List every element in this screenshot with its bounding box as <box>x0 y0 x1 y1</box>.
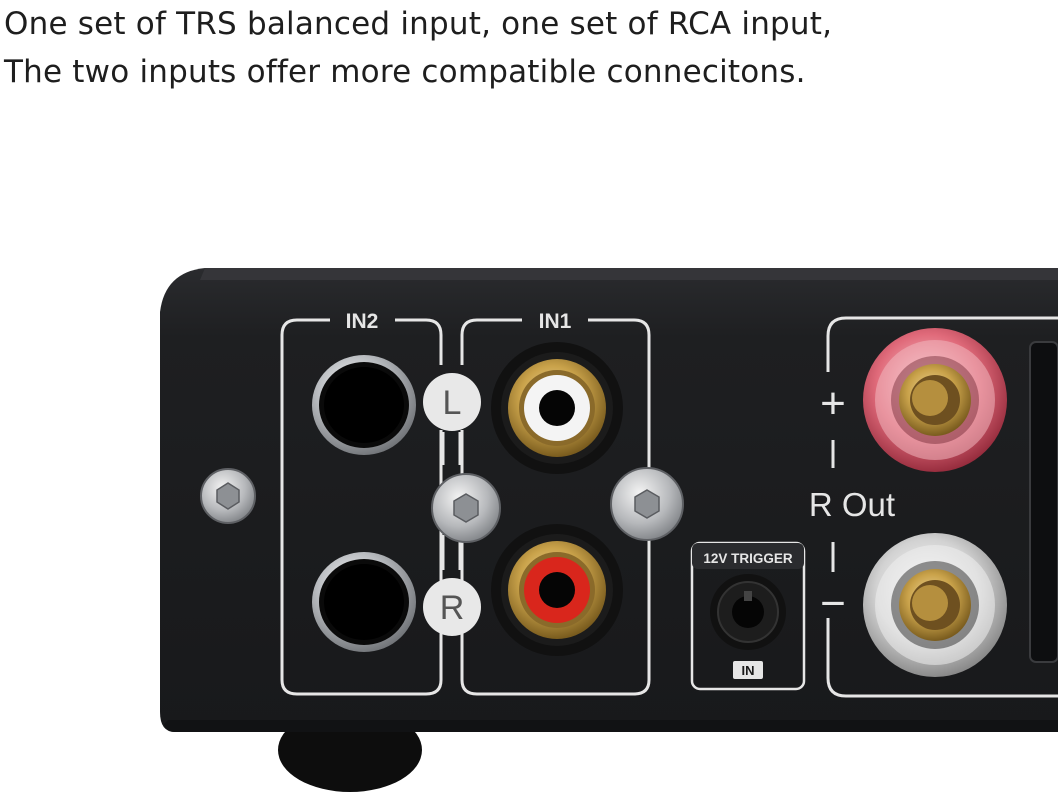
r-out-section: + R Out − <box>809 316 1058 698</box>
rca-jack-right-icon <box>491 524 623 656</box>
rca-jack-left-icon <box>491 342 623 474</box>
side-display <box>1029 341 1058 663</box>
chassis-bottom-edge <box>164 720 1058 732</box>
trigger-label: 12V TRIGGER <box>703 551 793 566</box>
panel-screw-left-icon <box>431 473 501 543</box>
in1-label: IN1 <box>539 310 572 333</box>
plus-sign: + <box>820 379 846 428</box>
chassis-top-edge <box>200 268 1058 280</box>
in2-section: IN2 <box>280 310 443 696</box>
panel-screw-right-icon <box>610 467 684 541</box>
right-channel-marker: R <box>423 578 481 636</box>
trigger-in-label: IN <box>742 663 755 678</box>
minus-sign: − <box>820 579 846 628</box>
caption-line-1: One set of TRS balanced input, one set o… <box>4 6 833 42</box>
left-channel-marker: L <box>423 373 481 431</box>
chassis-screw-icon <box>200 468 256 524</box>
trs-jack-left-icon <box>312 355 416 455</box>
trigger-section: 12V TRIGGER IN <box>690 541 806 691</box>
r-out-label: R Out <box>809 486 895 523</box>
binding-post-red-icon <box>863 328 1007 472</box>
amplifier-rear-panel-illustration: IN2 IN1 L <box>160 268 1058 792</box>
in2-label: IN2 <box>346 310 379 333</box>
caption: One set of TRS balanced input, one set o… <box>4 0 1054 96</box>
right-channel-label: R <box>440 589 465 627</box>
trs-jack-right-icon <box>312 552 416 652</box>
in1-section: IN1 <box>460 310 651 696</box>
trigger-jack-icon <box>710 574 786 650</box>
caption-line-2: The two inputs offer more compatible con… <box>4 54 806 90</box>
amplifier-rear-panel-photo: IN2 IN1 L <box>0 250 1058 800</box>
binding-post-black-icon <box>863 533 1007 677</box>
left-channel-label: L <box>443 384 462 422</box>
